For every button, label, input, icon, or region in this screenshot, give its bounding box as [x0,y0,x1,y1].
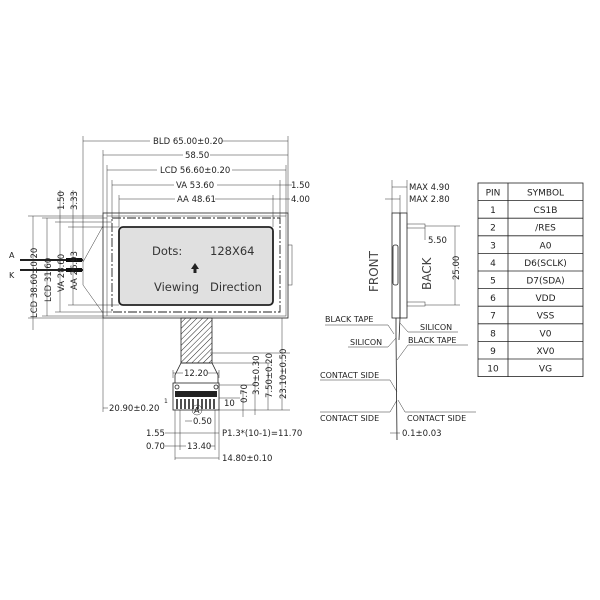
left-aa-offset-dim: 3.33 [70,191,80,210]
side-view: MAX 4.90 MAX 2.80 5.50 25.00 FRONT BACK … [320,180,476,441]
va-offset-dim: 1.50 [291,181,310,191]
table-cell-symbol: D7(SDA) [526,277,564,287]
left-offset-dim: 20.90±0.20 [109,404,159,414]
aa-height-dim: AA 26.93 [70,251,80,290]
edge-offset-dim: 1.55 [146,429,165,439]
width-58-50-dim: 58.50 [185,151,209,161]
max-glass-dim: MAX 2.80 [409,195,450,205]
v-3-0-dim: 3.0±0.30 [252,355,262,395]
cathode-label: K [9,271,15,280]
back-label: BACK [420,256,434,290]
pin-table: PIN SYMBOL 1 CS1B 2/RES 3 A0 4 D6(SCLK) 5 D7(SDA) 6… [477,182,584,378]
table-cell-symbol: V0 [540,329,552,339]
connector-body [172,382,220,411]
table-cell-symbol: VSS [537,312,555,322]
aa-width-dim: AA 48.61 [177,195,216,205]
table-cell-symbol: /RES [535,224,556,234]
pin-length-dim: 5.50 [428,236,447,246]
table-cell-pin: 9 [490,347,496,357]
table-cell-pin: 2 [490,224,496,234]
table-border [477,182,584,378]
max-thickness-dim: MAX 4.90 [409,183,450,193]
viewing-area-outline [111,217,281,313]
left-va-offset-dim: 1.50 [57,191,67,210]
flex-width-dim: 12.20 [184,369,208,379]
contact-side-right-label: CONTACT SIDE [407,414,466,423]
front-label: FRONT [367,250,381,292]
table-cell-symbol: XV0 [536,347,554,357]
fpc-connector: A 12.20 20.90±0.20 1 10 0.50 1.55 P1.3*(… [102,317,302,464]
v-0-70-dim: 0.70 [240,384,250,403]
table-cell-pin: 8 [490,329,496,339]
dots-value: 128X64 [210,244,254,258]
table-header-symbol: SYMBOL [527,189,564,199]
pin-width-dim: 0.50 [193,417,212,427]
pin10-label: 10 [224,399,235,409]
table-cell-symbol: VDD [535,294,555,304]
silicon-right-label: SILICON [420,323,452,332]
total-width-dim: 14.80±0.10 [222,454,272,464]
dots-label: Dots: [152,244,182,258]
inner-width-dim: 13.40 [187,442,211,452]
table-cell-pin: 6 [490,294,496,304]
pin-spacing-dim: 25.00 [452,256,462,280]
table-cell-pin: 3 [490,241,496,251]
edge-offset2-dim: 0.70 [146,442,165,452]
direction-label: Direction [210,280,262,294]
v-23-10-dim: 23.10±0.50 [279,349,289,399]
table-cell-pin: 10 [487,365,499,375]
lcd-height-outer-dim: LCD 38.60±0.20 [30,248,40,318]
contact-side-left-label: CONTACT SIDE [320,414,379,423]
va-width-dim: VA 53.60 [176,181,214,191]
aa-offset-dim: 4.00 [291,195,310,205]
bld-width-dim: BLD 65.00±0.20 [153,137,223,147]
silicon-left-label: SILICON [350,338,382,347]
table-cell-symbol: CS1B [534,206,558,216]
table-header-pin: PIN [486,189,501,199]
table-cell-pin: 7 [490,312,496,322]
pin1-label: 1 [164,398,168,405]
detail-a-label: A [194,406,200,415]
anode-label: A [9,251,15,260]
table-cell-symbol: D6(SCLK) [524,259,567,269]
black-tape-left-label: BLACK TAPE [325,315,373,324]
lcd-width-dim: LCD 56.60±0.20 [160,166,230,176]
viewing-direction-arrow-icon [191,263,199,273]
front-view: Dots: 128X64 Viewing Direction A K BLD 6… [9,136,310,330]
lcd-glass-outline [106,215,287,317]
flex-cable [180,317,213,364]
table-cell-pin: 5 [490,277,496,287]
table-cell-pin: 4 [490,259,496,269]
v-7-50-dim: 7.50±0.20 [265,353,275,398]
table-cell-pin: 1 [490,206,496,216]
table-cell-symbol: VG [539,365,552,375]
va-height-dim: VA 28.60 [57,254,67,292]
detail-a-marker [191,404,203,416]
viewing-label: Viewing [154,280,199,294]
contact-side-top-label: CONTACT SIDE [320,371,379,380]
side-tab [287,244,293,286]
table-cell-symbol: A0 [540,241,552,251]
black-tape-right-label: BLACK TAPE [408,336,456,345]
pitch-dim: P1.3*(10-1)=11.70 [222,429,302,439]
back-glass [399,212,408,319]
lcd-height-dim: LCD 31.60 [44,258,54,302]
fpc-thickness-dim: 0.1±0.03 [402,429,442,439]
